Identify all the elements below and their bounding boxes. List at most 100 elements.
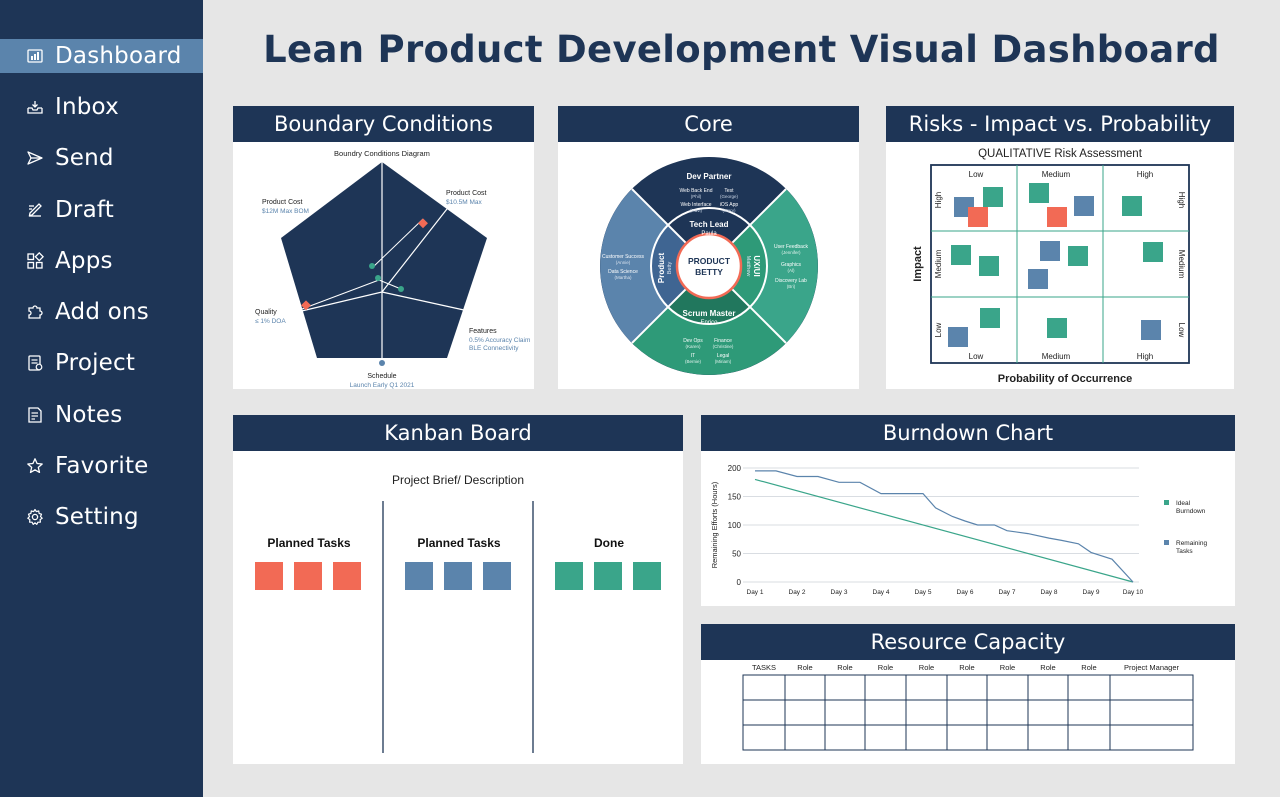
product-cost-right-value: $10.5M Max [446,199,483,206]
boundary-spoke [288,291,383,315]
schedule-value: Launch Early Q1 2021 [350,382,415,389]
risk-item[interactable] [1029,183,1049,203]
sidebar-item-inbox[interactable]: Inbox [0,90,203,124]
risk-item[interactable] [1040,241,1060,261]
sidebar-item-add-ons[interactable]: Add ons [0,295,203,329]
product-role-label: Product [657,253,666,284]
sidebar-item-label: Favorite [55,453,149,479]
sidebar-item-draft[interactable]: Draft [0,193,203,227]
sidebar-item-label: Setting [55,504,139,530]
risk-item[interactable] [1068,246,1088,266]
kanban-card[interactable] [594,562,622,590]
burndown-legend-label: Remaining [1176,540,1207,547]
burndown-legend-label: Ideal [1176,500,1191,507]
kanban-card[interactable] [444,562,472,590]
risk-item[interactable] [968,207,988,227]
dev-item-name: iOS App [720,202,739,208]
boundary-spoke [381,199,455,293]
resource-column-header: Role [1040,663,1055,672]
kanban-card[interactable] [255,562,283,590]
kanban-card[interactable] [294,562,322,590]
bottom-item-name: Legal [717,353,729,359]
risk-item[interactable] [983,187,1003,207]
burndown-legend-label: Burndown [1176,508,1206,515]
product-role-name: Betty [667,261,673,274]
sidebar-item-apps[interactable]: Apps [0,244,203,278]
risk-item[interactable] [948,327,968,347]
features-value-1: 0.5% Accuracy Claim [469,337,530,344]
risk-item[interactable] [1141,320,1161,340]
right-item-person: (Al) [788,268,795,273]
kanban-card[interactable] [333,562,361,590]
boundary-conditions-panel: Boundary Conditions Boundry Conditions D… [233,106,534,389]
burndown-y-tick: 50 [732,550,741,559]
risk-item[interactable] [951,245,971,265]
panel-header-resource: Resource Capacity [701,624,1235,660]
sidebar-item-dashboard[interactable]: Dashboard [0,39,203,73]
kanban-card[interactable] [555,562,583,590]
sidebar-item-label: Apps [55,248,113,274]
risk-item[interactable] [1074,196,1094,216]
core-ring-border [650,207,768,325]
sidebar-item-notes[interactable]: Notes [0,398,203,432]
notes-icon [24,404,46,426]
uxui-role-name: Matthew [745,256,751,277]
draft-icon [24,199,46,221]
resource-column-header: Role [797,663,812,672]
bottom-item-person: (Karen) [685,344,701,349]
burndown-x-tick: Day 10 [1123,589,1144,596]
burndown-legend-swatch [1164,500,1169,505]
product-cost-left-label: Product Cost [262,199,303,206]
risk-y-axis-label: Impact [912,246,924,282]
burndown-series-line [755,470,1134,583]
risk-item[interactable] [1143,242,1163,262]
risk-col-label-bottom: Low [969,352,984,361]
sidebar-item-setting[interactable]: Setting [0,500,203,534]
risk-col-label-bottom: Medium [1042,352,1071,361]
boundary-connector [301,279,380,310]
boundary-diagram: Boundry Conditions Diagram Product Cost … [255,149,530,389]
product-cost-left-value: $12M Max BOM [262,208,309,215]
dev-item-person: (Mary) [723,208,736,213]
bottom-item-name: Finance [714,338,732,344]
burndown-x-tick: Day 2 [789,589,806,596]
risk-item[interactable] [1047,318,1067,338]
burndown-x-tick: Day 3 [831,589,848,596]
features-label: Features [469,328,497,335]
sidebar-item-project[interactable]: Project [0,346,203,380]
kanban-board: Project Brief/ Description Planned Tasks… [255,473,661,753]
risk-item[interactable] [980,308,1000,328]
right-item-person: (Jennifer) [781,250,801,255]
sidebar-item-send[interactable]: Send [0,141,203,175]
dev-item-person: (Phil) [691,194,702,199]
risk-item[interactable] [979,256,999,276]
burndown-x-tick: Day 7 [999,589,1016,596]
boundary-marker [379,360,385,366]
risk-item[interactable] [1047,207,1067,227]
boundary-marker [369,263,375,269]
resource-column-header: Role [919,663,934,672]
sidebar-item-label: Inbox [55,94,119,120]
risk-col-label-top: Low [969,170,984,179]
page-title: Lean Product Development Visual Dashboar… [263,28,1220,71]
project-icon [24,352,46,374]
scrum-master-name: Enrico [700,320,718,326]
kanban-card[interactable] [405,562,433,590]
panel-header-kanban: Kanban Board [233,415,683,451]
risk-item[interactable] [1122,196,1142,216]
resource-grid [742,674,1194,751]
quality-value: ≤ 1% DOA [255,318,286,325]
quality-label: Quality [255,309,277,316]
kanban-card[interactable] [633,562,661,590]
dev-item-person: (Ravi) [690,208,703,213]
kanban-card[interactable] [483,562,511,590]
burndown-y-tick: 150 [728,493,742,502]
kanban-brief: Project Brief/ Description [392,473,524,487]
risk-item[interactable] [1028,269,1048,289]
resource-column-header: Role [959,663,974,672]
sidebar-item-favorite[interactable]: Favorite [0,449,203,483]
risk-row-label-left: Medium [934,249,943,278]
dev-item-name: Test [724,188,734,194]
